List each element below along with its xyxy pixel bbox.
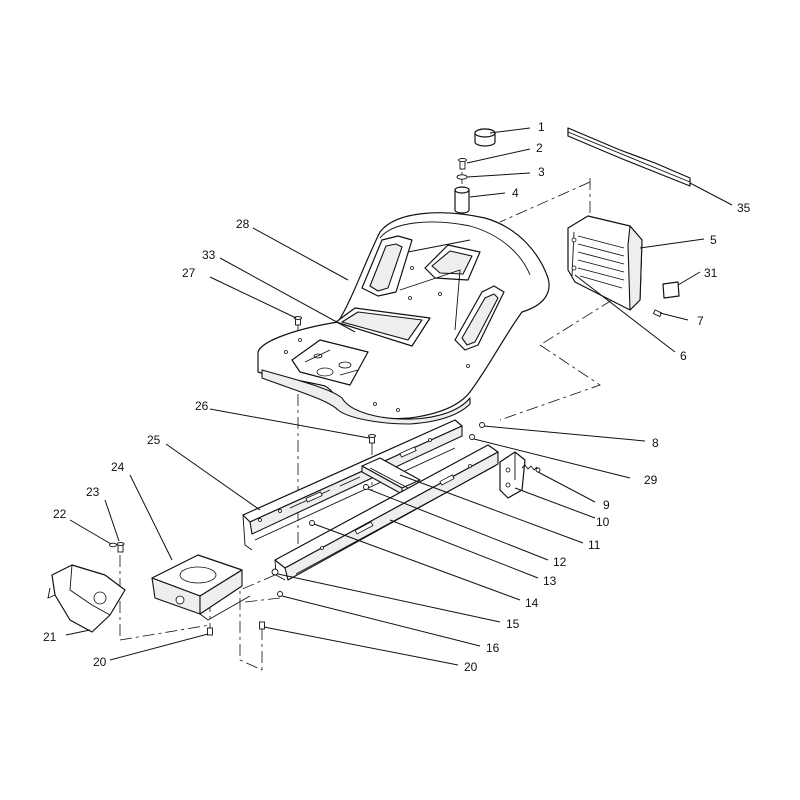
callout-11: 11 — [588, 538, 601, 552]
callout-23: 23 — [86, 485, 100, 499]
callout-4: 4 — [512, 186, 519, 200]
fastener-20b — [259, 621, 265, 630]
fastener-12 — [363, 484, 369, 490]
part-11-crossmember — [361, 457, 421, 495]
part-1-knob — [474, 128, 496, 147]
callout-5: 5 — [710, 233, 717, 247]
part-24-mount-plate — [151, 554, 251, 621]
callout-2: 2 — [536, 141, 543, 155]
callout-13: 13 — [543, 574, 557, 588]
callout-26: 26 — [195, 399, 209, 413]
part-23-bolt — [116, 542, 125, 553]
callout-33: 33 — [202, 248, 216, 262]
callout-31: 31 — [704, 266, 718, 280]
part-10-bracket — [499, 451, 526, 499]
part-31-decal — [662, 281, 680, 299]
callout-21: 21 — [43, 630, 57, 644]
callout-22: 22 — [53, 507, 67, 521]
fastener-14 — [309, 520, 315, 526]
callout-25: 25 — [147, 433, 161, 447]
part-13-rail — [274, 444, 499, 581]
callout-10: 10 — [596, 515, 610, 529]
callout-12: 12 — [553, 555, 567, 569]
fastener-25 — [368, 434, 376, 444]
fastener-20a — [207, 627, 213, 636]
part-4-spacer — [454, 186, 470, 214]
callout-3: 3 — [538, 165, 545, 179]
part-5-side-guard — [567, 215, 643, 311]
callout-numbers: 1 2 3 4 35 5 31 7 6 28 33 27 26 25 8 24 … — [43, 120, 751, 674]
callout-20-right: 20 — [464, 660, 478, 674]
callout-6: 6 — [680, 349, 687, 363]
callout-7: 7 — [697, 314, 704, 328]
part-26-rail — [242, 419, 463, 551]
callout-35: 35 — [737, 201, 751, 215]
part-2-screw — [458, 157, 467, 170]
callout-8: 8 — [652, 436, 659, 450]
callout-24: 24 — [111, 460, 125, 474]
callout-15: 15 — [506, 617, 520, 631]
part-9-spring — [521, 464, 541, 473]
part-22-washer — [109, 542, 117, 548]
callout-1: 1 — [538, 120, 545, 134]
leader-lines — [65, 127, 733, 666]
part-21-bracket — [47, 564, 126, 633]
part-35-bar — [567, 127, 691, 187]
callout-27: 27 — [182, 266, 196, 280]
fastener-16 — [277, 591, 283, 597]
callout-29: 29 — [644, 473, 658, 487]
fastener-15 — [271, 568, 279, 576]
callout-28: 28 — [236, 217, 250, 231]
fastener-27 — [294, 316, 302, 326]
callout-20-left: 20 — [93, 655, 107, 669]
part-7-screw — [652, 309, 663, 318]
part-28-fender — [257, 212, 550, 425]
part-29-nut — [469, 434, 475, 440]
part-3-washer — [456, 174, 468, 180]
callout-16: 16 — [486, 641, 500, 655]
callout-9: 9 — [603, 498, 610, 512]
callout-14: 14 — [525, 596, 539, 610]
part-8-nut — [479, 422, 485, 428]
